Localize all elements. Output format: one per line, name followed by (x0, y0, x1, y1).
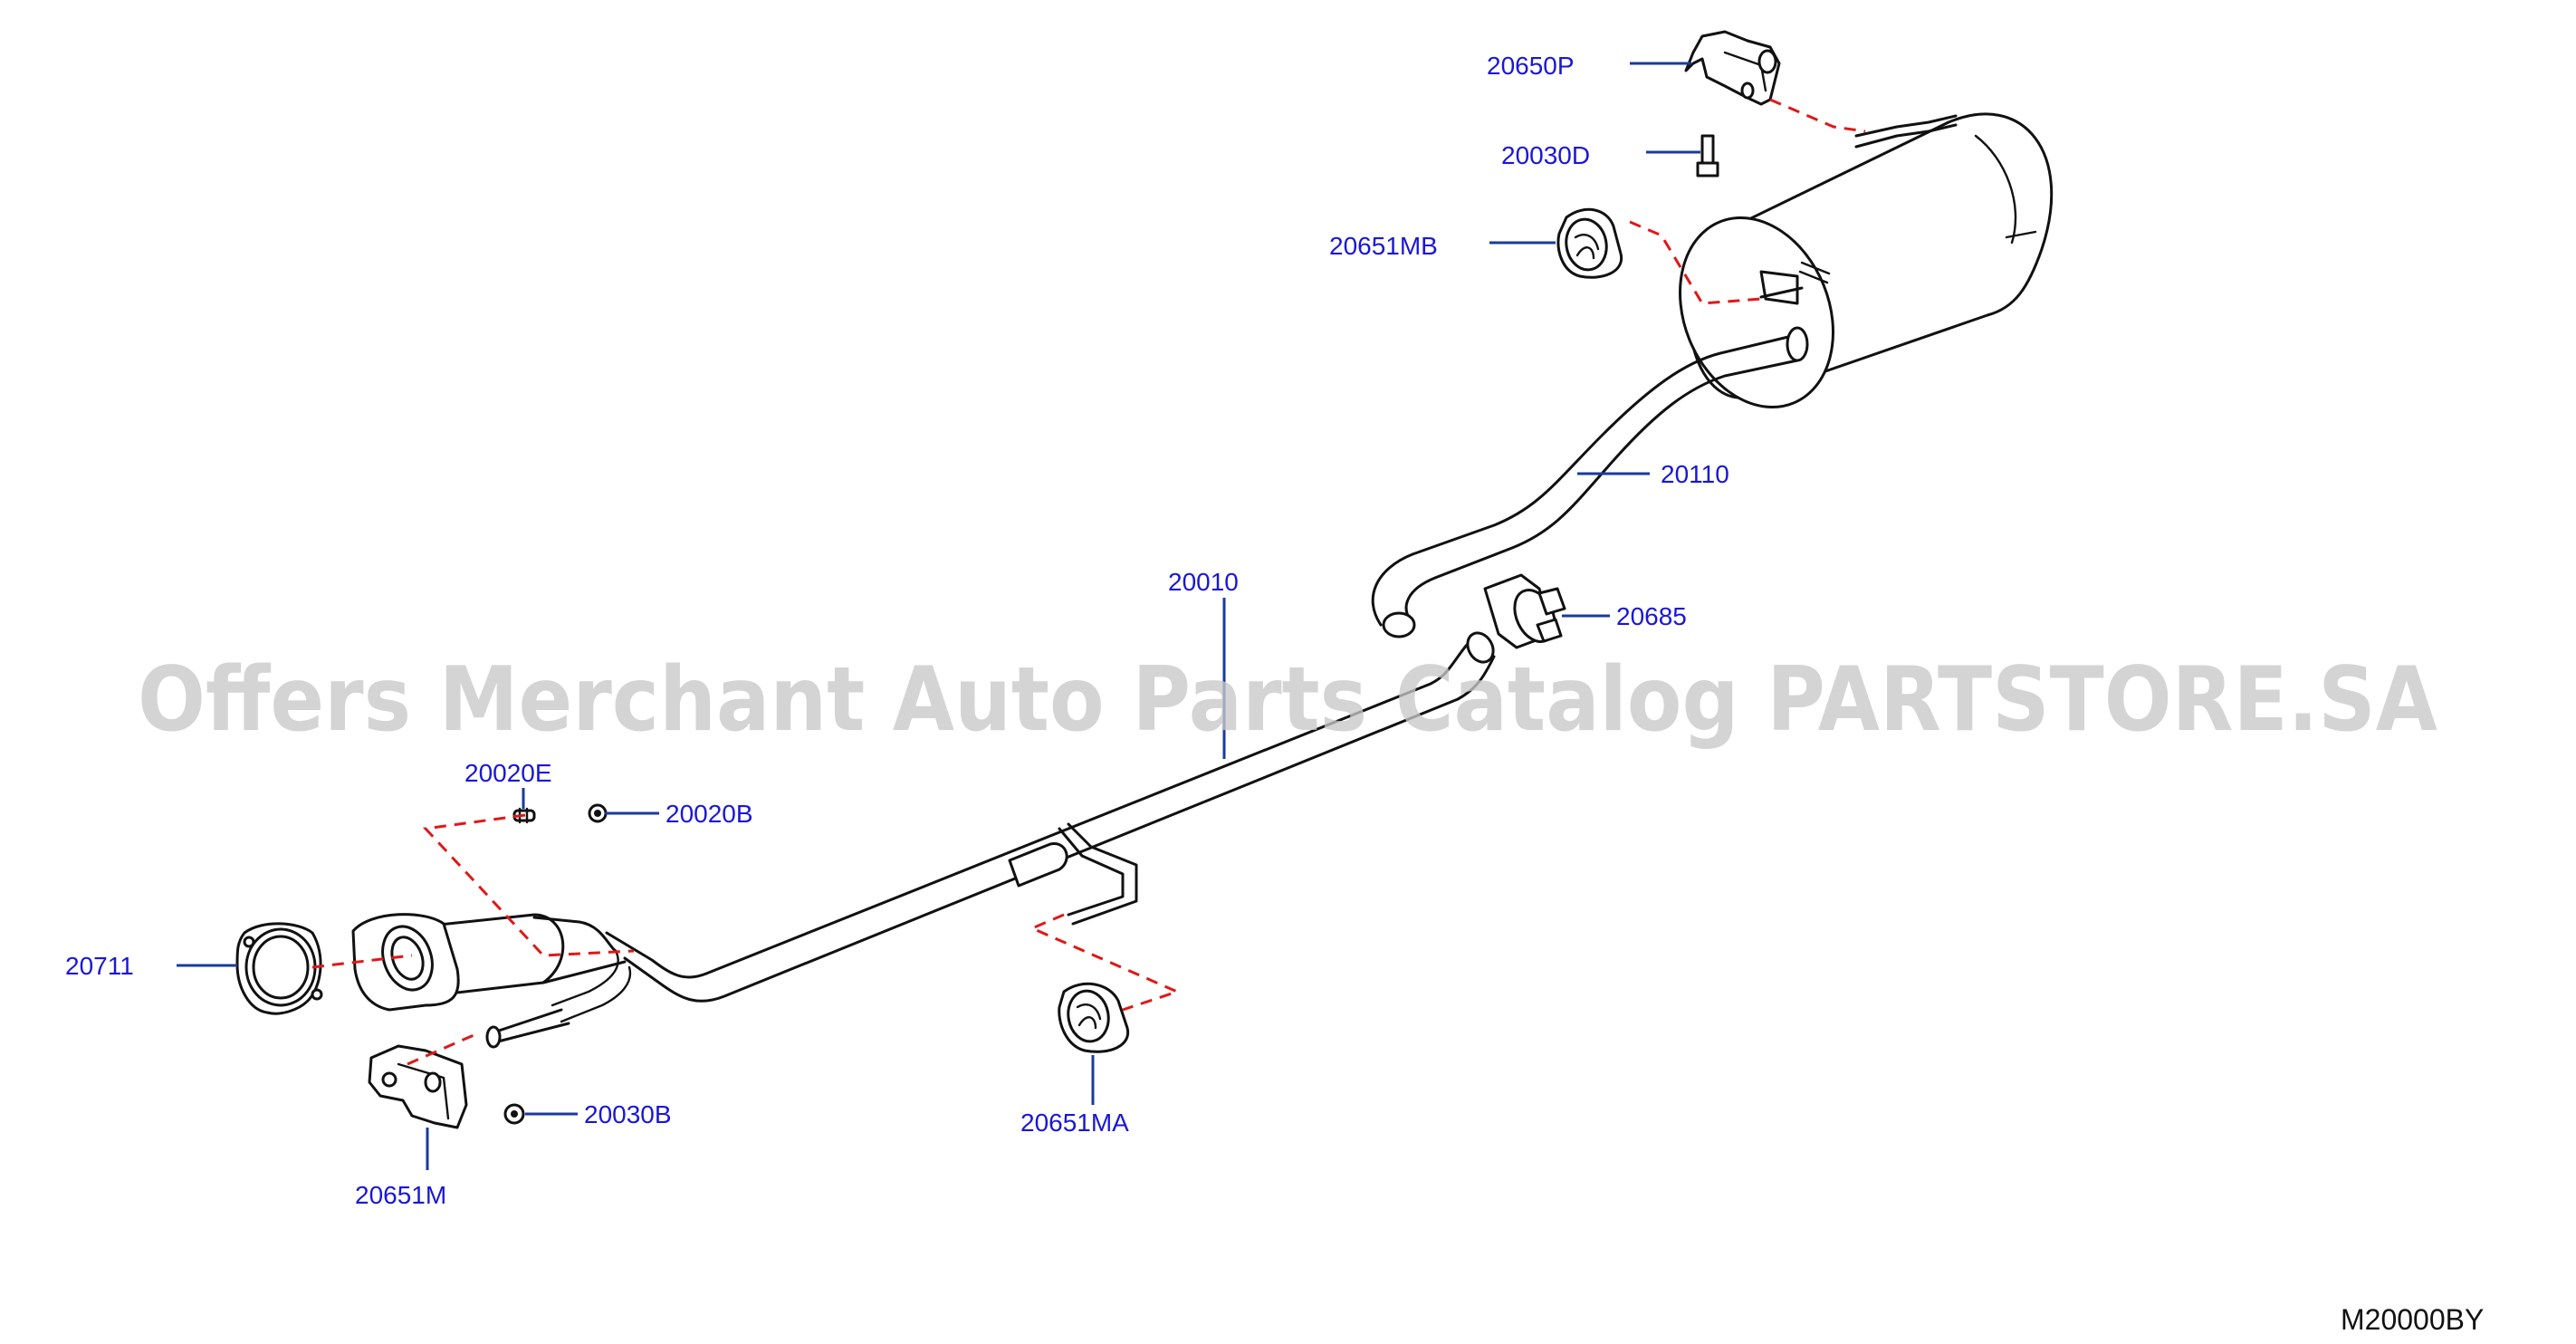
watermark-text: Offers Merchant Auto Parts Catalog PARTS… (138, 648, 2437, 752)
callout-20110[interactable]: 20110 (1661, 460, 1729, 488)
callout-20651M[interactable]: 20651M (355, 1181, 446, 1209)
assembly-guide-lines (311, 98, 1866, 1066)
muffler-bracket-20650P[interactable] (1684, 30, 1781, 106)
bracket-20651M[interactable] (368, 1044, 468, 1129)
callout-20030B[interactable]: 20030B (584, 1100, 672, 1128)
callout-leaders (177, 62, 1700, 1170)
clamp-20685[interactable] (1483, 573, 1566, 649)
callout-20020B[interactable]: 20020B (666, 800, 753, 828)
front-pipe-converter[interactable] (351, 913, 627, 1012)
callout-20010[interactable]: 20010 (1168, 568, 1239, 596)
callout-20651MA[interactable]: 20651MA (1020, 1109, 1129, 1137)
nut-20020B[interactable] (588, 803, 608, 823)
callout-20651MB[interactable]: 20651MB (1329, 232, 1438, 260)
rubber-mount-20651MA[interactable] (1058, 982, 1130, 1053)
bolt-20030D[interactable] (1696, 134, 1719, 178)
callout-20650P[interactable]: 20650P (1487, 52, 1575, 80)
callout-20020E[interactable]: 20020E (464, 759, 552, 787)
callout-20685[interactable]: 20685 (1616, 602, 1687, 630)
callout-20030D[interactable]: 20030D (1501, 141, 1590, 169)
diagram-code: M20000BY (2341, 1303, 2484, 1336)
rear-muffler-assembly[interactable] (1371, 112, 2054, 638)
gasket-20711[interactable] (235, 922, 323, 1015)
front-exhaust-tube[interactable] (485, 629, 1499, 1049)
rubber-mount-20651MB[interactable] (1556, 207, 1623, 279)
nut-20030B[interactable] (503, 1103, 525, 1125)
callout-20711[interactable]: 20711 (65, 952, 134, 980)
